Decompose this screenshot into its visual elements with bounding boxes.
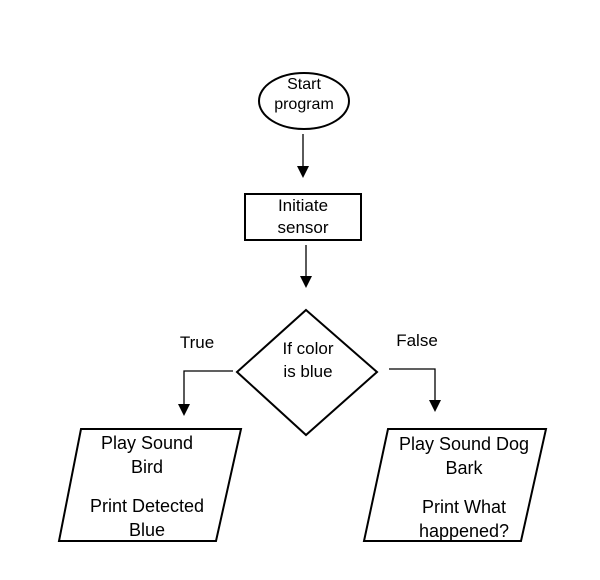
start-node: Start program [258,72,350,130]
true-output-node: Play Sound Bird Print Detected Blue [57,428,243,542]
decision-label-line-1: If color [282,339,333,358]
decision-node: If color is blue [235,308,379,437]
init-sensor-label-line-2: sensor [277,218,328,237]
false-output-node: Play Sound Dog Bark Print What happened? [362,428,548,542]
decision-label-line-2: is blue [283,362,332,381]
false-branch-label: False [396,331,438,350]
arrow-start-to-init [297,134,309,178]
false-output-label-line-3: Print What [422,497,506,517]
arrow-true-branch [178,370,233,416]
true-output-label-line-1: Play Sound [101,433,193,453]
false-output-label-line-4: happened? [419,521,509,541]
false-output-label-line-2: Bark [445,458,483,478]
init-sensor-label-line-1: Initiate [278,196,328,215]
arrow-false-branch [389,368,441,412]
true-output-label-line-2: Bird [131,457,163,477]
init-sensor-node: Initiate sensor [244,193,362,241]
true-output-label-line-4: Blue [129,520,165,540]
start-node-label-line-1: Start [287,76,321,93]
start-node-label-line-2: program [274,96,334,113]
arrow-init-to-decision [300,245,312,288]
true-output-label-line-3: Print Detected [90,496,204,516]
false-output-label-line-1: Play Sound Dog [399,434,529,454]
true-branch-label: True [180,333,214,352]
